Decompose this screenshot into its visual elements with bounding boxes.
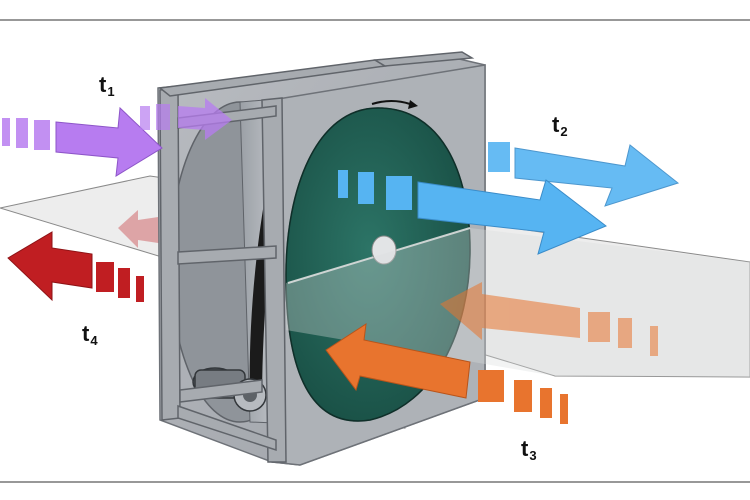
exhaust-in-arrow — [325, 322, 568, 424]
rotor-hub — [371, 235, 397, 265]
exhaust-out-arrow — [7, 231, 144, 302]
supply-in-arrow — [2, 98, 232, 177]
rotation-arrow-head — [408, 100, 418, 109]
rotation-arrow-icon — [371, 100, 411, 105]
label-t3: t3 — [521, 436, 537, 463]
label-t2: t2 — [552, 112, 568, 139]
label-t1: t1 — [99, 72, 115, 99]
supply-out-arrow — [338, 170, 607, 255]
exhaust-in-arrow-back — [440, 282, 658, 356]
label-t4: t4 — [82, 321, 98, 348]
exhaust-out-arrow-back — [118, 210, 165, 248]
